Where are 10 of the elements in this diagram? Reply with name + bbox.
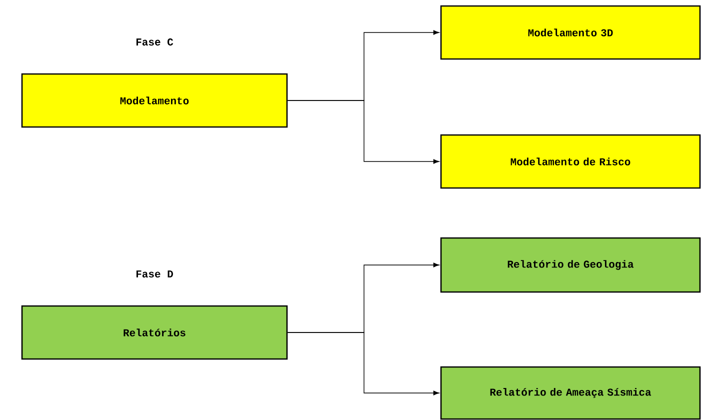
process-box: Relatórios [21, 305, 288, 360]
arrow [287, 100, 440, 164]
process-box: Relatório de Geologia [440, 237, 701, 293]
arrow [287, 332, 440, 396]
process-box: Modelamento [21, 73, 288, 128]
phase-heading: Fase D [136, 270, 173, 278]
process-box: Modelamento de Risco [440, 134, 701, 189]
process-box: Relatório de Ameaça Sísmica [440, 366, 701, 420]
process-box: Modelamento 3D [440, 5, 701, 60]
phase-heading: Fase C [136, 38, 174, 46]
